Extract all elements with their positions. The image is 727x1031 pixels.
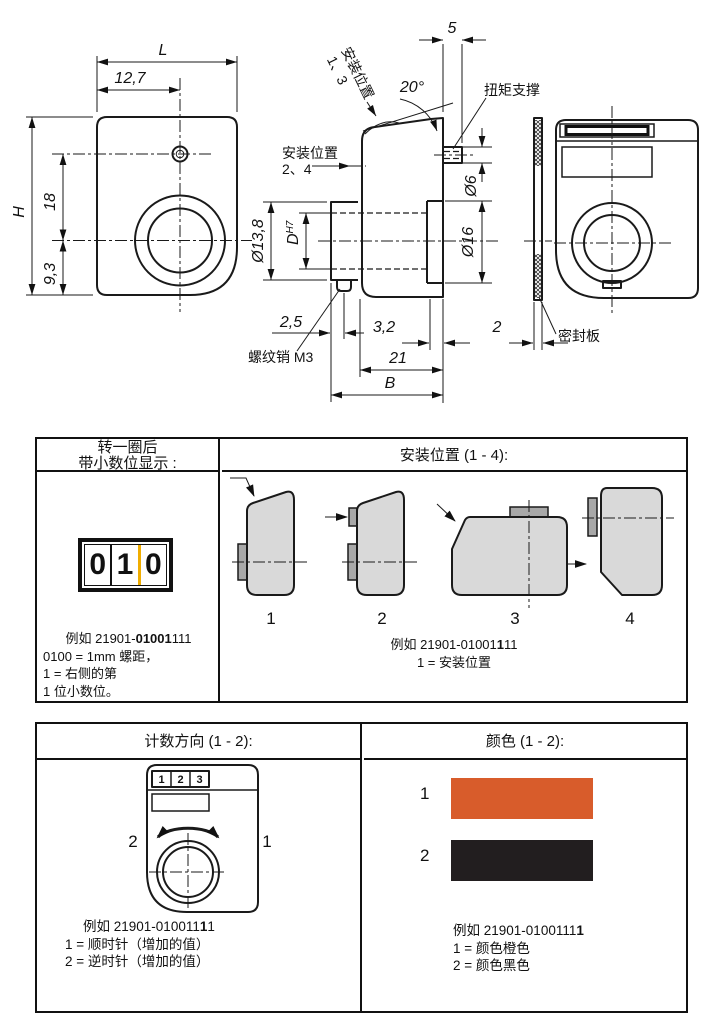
side-view: 5 20° 安装位置 1、3 安装位置 2、4 扭矩支撑 Ø13,8 DH7 <box>248 20 600 403</box>
dim-L: L <box>159 42 168 59</box>
decimal-example: 例如 21901-01001111 0100 = 1mm 螺距， 1 = 右侧的… <box>43 631 192 699</box>
color-cell-header: 颜色 (1 - 2): <box>364 724 686 760</box>
options-table-top: 转一圈后 带小数位显示 : 0 1 0 例如 21901-01001111 01… <box>35 437 688 703</box>
technical-drawing: L 12,7 H 18 9,3 5 <box>11 20 699 403</box>
order-code-bold-digit: 1 <box>199 919 208 934</box>
svg-text:1: 1 <box>266 609 275 628</box>
label-plate <box>561 146 653 178</box>
dim-D-H7: DH7 <box>285 220 302 245</box>
counting-direction-cell: 计数方向 (1 - 2): 1 2 3 2 1 <box>37 724 362 1011</box>
label-mounting-pos-1-3: 安装位置 1、3 <box>324 44 377 101</box>
threaded-pin <box>336 280 352 292</box>
dim-2: 2 <box>492 319 502 336</box>
label-sealing-plate: 密封板 <box>558 328 600 344</box>
dim-d16: Ø16 <box>460 227 477 258</box>
dim-12-7: 12,7 <box>114 70 146 87</box>
display-window <box>564 125 650 136</box>
counter-digit: 0 <box>137 545 166 585</box>
mounting-position-3: 3 <box>436 500 568 628</box>
svg-text:3: 3 <box>510 609 519 628</box>
svg-text:2、4: 2、4 <box>282 161 312 177</box>
dim-B: B <box>385 375 396 392</box>
order-code-bold-digit: 1 <box>496 637 504 652</box>
mounting-cell-header: 安装位置 (1 - 4): <box>222 439 686 472</box>
counting-direction-figure: 1 2 3 2 1 <box>128 764 272 913</box>
rear-view <box>554 106 699 314</box>
svg-text:2: 2 <box>177 774 183 786</box>
direction-cell-header: 计数方向 (1 - 2): <box>37 724 360 760</box>
label-threaded-pin-m3: 螺纹销 M3 <box>248 349 314 365</box>
ccw-label: 2 <box>128 832 137 851</box>
counter-display: 0 1 0 <box>78 538 173 592</box>
svg-text:1: 1 <box>158 774 164 786</box>
color-cell: 颜色 (1 - 2): 1 2 例如 21901-01001111 1 = 颜色… <box>364 724 686 1011</box>
dim-angle-20: 20° <box>399 79 425 96</box>
dim-d13-8: Ø13,8 <box>250 219 267 264</box>
sealing-plate <box>533 117 543 301</box>
dim-18: 18 <box>42 193 59 211</box>
svg-text:2: 2 <box>377 609 386 628</box>
mounting-position-4: 4 <box>567 487 674 628</box>
dim-9-3: 9,3 <box>42 263 59 285</box>
svg-text:3: 3 <box>196 774 202 786</box>
dim-2-5: 2,5 <box>279 314 302 331</box>
mounting-example: 例如 21901-01001111 1 = 安装位置 <box>390 637 518 670</box>
label-torque-support: 扭矩支撑 <box>484 82 540 98</box>
order-code-bold-digit: 1 <box>576 923 584 938</box>
dim-5: 5 <box>448 20 457 37</box>
counter-digit: 1 <box>110 545 137 585</box>
cw-label: 1 <box>262 832 271 851</box>
decimal-display-cell: 转一圈后 带小数位显示 : 0 1 0 例如 21901-01001111 01… <box>37 439 220 701</box>
color-option-label: 2 <box>420 846 430 865</box>
mounting-position-cell: 安装位置 (1 - 4): 1 2 <box>222 439 686 701</box>
color-example: 例如 21901-01001111 1 = 颜色橙色 2 = 颜色黑色 <box>453 923 584 973</box>
counter-display-small: 1 2 3 <box>151 770 210 788</box>
front-view: L 12,7 H 18 9,3 <box>11 42 252 312</box>
color-swatch-black <box>451 840 593 881</box>
options-table-bottom: 计数方向 (1 - 2): 1 2 3 2 1 <box>35 722 688 1013</box>
dim-H: H <box>11 206 28 218</box>
svg-text:安装位置: 安装位置 <box>282 145 338 161</box>
dim-d6: Ø6 <box>463 175 480 197</box>
label-mounting-pos-2-4: 安装位置 2、4 <box>282 145 338 177</box>
dim-21: 21 <box>388 350 407 367</box>
dim-3-2: 3,2 <box>373 319 395 336</box>
label-plate <box>151 793 210 812</box>
counter-digit: 0 <box>89 548 106 581</box>
svg-text:4: 4 <box>625 609 634 628</box>
mounting-positions-figure: 1 2 3 <box>230 477 674 628</box>
mounting-position-1: 1 <box>230 477 308 628</box>
rotation-arrow <box>156 826 220 839</box>
direction-example: 例如 21901-01001111 1 = 顺时针（增加的值） 2 = 逆时针（… <box>65 919 215 969</box>
color-option-label: 1 <box>420 784 430 803</box>
order-code-bold-digit: 01001 <box>135 631 172 646</box>
color-swatch-orange <box>451 778 593 819</box>
mounting-position-2: 2 <box>325 490 418 628</box>
decimal-cell-header: 转一圈后 带小数位显示 : <box>37 439 218 472</box>
